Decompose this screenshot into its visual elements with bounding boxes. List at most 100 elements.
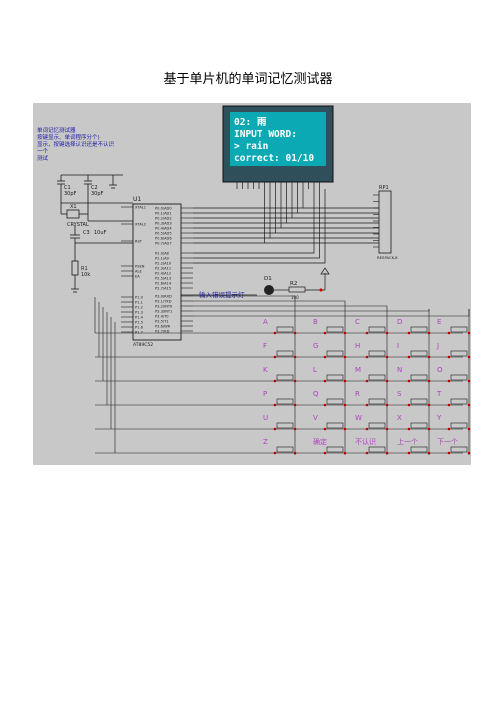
keypad-key[interactable]: R [355,390,389,407]
key-switch-icon [410,446,428,453]
key-switch-icon [276,422,294,429]
keypad-key[interactable]: W [355,414,389,431]
key-switch-icon [450,350,468,357]
lcd-line-4: correct: 01/10 [234,153,314,164]
mcu-pin-label: RST [135,240,143,244]
keypad-key[interactable]: N [397,366,431,383]
keypad-key[interactable]: X [397,414,431,431]
key-switch-icon [326,398,344,405]
key-contact-icon [293,331,297,335]
lcd-line-2: INPUT WORD: [234,129,297,140]
mcu-pin-label: P1.5 [135,321,143,325]
c2-label: C2 [91,185,98,191]
key-label: A [263,318,268,326]
key-label: N [397,366,402,374]
key-label: P [263,390,267,398]
key-label: Q [313,390,319,398]
key-switch-icon [276,350,294,357]
mcu-pin-label: ALE [135,270,142,274]
d1-label: D1 [264,276,272,282]
key-contact-icon [407,331,411,335]
keypad-key[interactable]: K [263,366,297,383]
key-contact-icon [385,427,389,431]
keypad-key[interactable]: E [437,318,471,335]
key-contact-icon [407,379,411,383]
design-notes: 单词记忆测试器 按键显示、单词程序分个) 显示，按键选择认识还是不认识 一个 测… [37,126,115,162]
key-switch-icon [368,374,386,381]
keypad-key[interactable]: Q [313,390,347,407]
key-contact-icon [343,427,347,431]
key-contact-icon [273,379,277,383]
key-switch-icon [368,350,386,357]
mcu-pin-label: P0.7/AD7 [155,242,172,246]
keypad-col-link [193,295,296,309]
mcu-pin-label: XTAL1 [135,206,146,210]
keypad-key[interactable]: Z [263,438,297,455]
key-contact-icon [273,427,277,431]
mcu-pin-label: P0.6/AD6 [155,237,172,241]
mcu-pin-label: P2.5/A13 [155,277,171,281]
control-wire [193,189,315,254]
keypad-key[interactable]: P [263,390,297,407]
key-label: J [436,342,439,350]
key-contact-icon [467,427,471,431]
keypad-key[interactable]: M [355,366,389,383]
mcu-pin-label: XTAL2 [135,223,146,227]
keypad-key[interactable]: B [313,318,347,335]
key-switch-icon [450,422,468,429]
keypad-key[interactable]: J [436,342,471,359]
x1-value: CRYSTAL [67,222,89,228]
mcu-pin-label: P3.0/RXD [155,295,172,299]
key-label: K [263,366,268,374]
keypad-key[interactable]: O [437,366,471,383]
key-contact-icon [447,331,451,335]
keypad-key[interactable]: 下一个 [437,438,471,455]
keypad-key[interactable]: V [313,414,347,431]
key-label: B [313,318,318,326]
key-switch-icon [450,326,468,333]
keypad-key[interactable]: L [313,366,347,383]
key-label: F [263,342,267,350]
bus-wire [193,189,271,239]
keypad-col-link [193,305,388,309]
keypad-key[interactable]: A [263,318,297,335]
keypad-key[interactable]: I [397,342,431,359]
c3-label: C3 [83,230,90,236]
lcd-screen [230,112,326,166]
key-contact-icon [323,403,327,407]
keypad-key[interactable]: 不认识 [355,437,389,455]
key-contact-icon [273,451,277,455]
keypad-key[interactable]: D [397,318,431,335]
keypad-key[interactable]: C [355,318,389,335]
mcu-pin-label: P1.0 [135,296,144,300]
note-line: 一个 [37,148,49,155]
key-contact-icon [293,403,297,407]
bus-wire [193,189,276,234]
keypad-key[interactable]: 确定 [313,437,347,455]
mcu-part: AT89C52 [133,342,153,348]
keypad-col-link [193,300,346,309]
key-contact-icon [273,403,277,407]
c1-value: 30pF [64,191,77,197]
reset-circuit [70,225,133,293]
keypad-key[interactable]: T [436,390,471,407]
keypad-key[interactable]: G [313,342,347,359]
keypad-key[interactable]: S [397,390,431,407]
note-line: 按键显示、单词程序分个) [37,133,100,141]
key-label: D [397,318,402,326]
keypad-key[interactable]: H [355,342,389,359]
key-switch-icon [368,326,386,333]
vcc-icon [320,267,330,275]
key-contact-icon [323,427,327,431]
key-label: G [313,342,318,350]
keypad-key[interactable]: 上一个 [397,437,431,455]
key-contact-icon [365,403,369,407]
keypad-key[interactable]: F [263,342,297,359]
keypad-key[interactable]: U [263,414,297,431]
key-label: C [355,318,360,326]
keypad-key[interactable]: Y [436,414,471,431]
key-label: Z [263,438,268,446]
reset-labels: C3 10uF R1 10k [81,230,107,278]
key-switch-icon [410,422,428,429]
rp1-label: RP1 [379,185,389,191]
